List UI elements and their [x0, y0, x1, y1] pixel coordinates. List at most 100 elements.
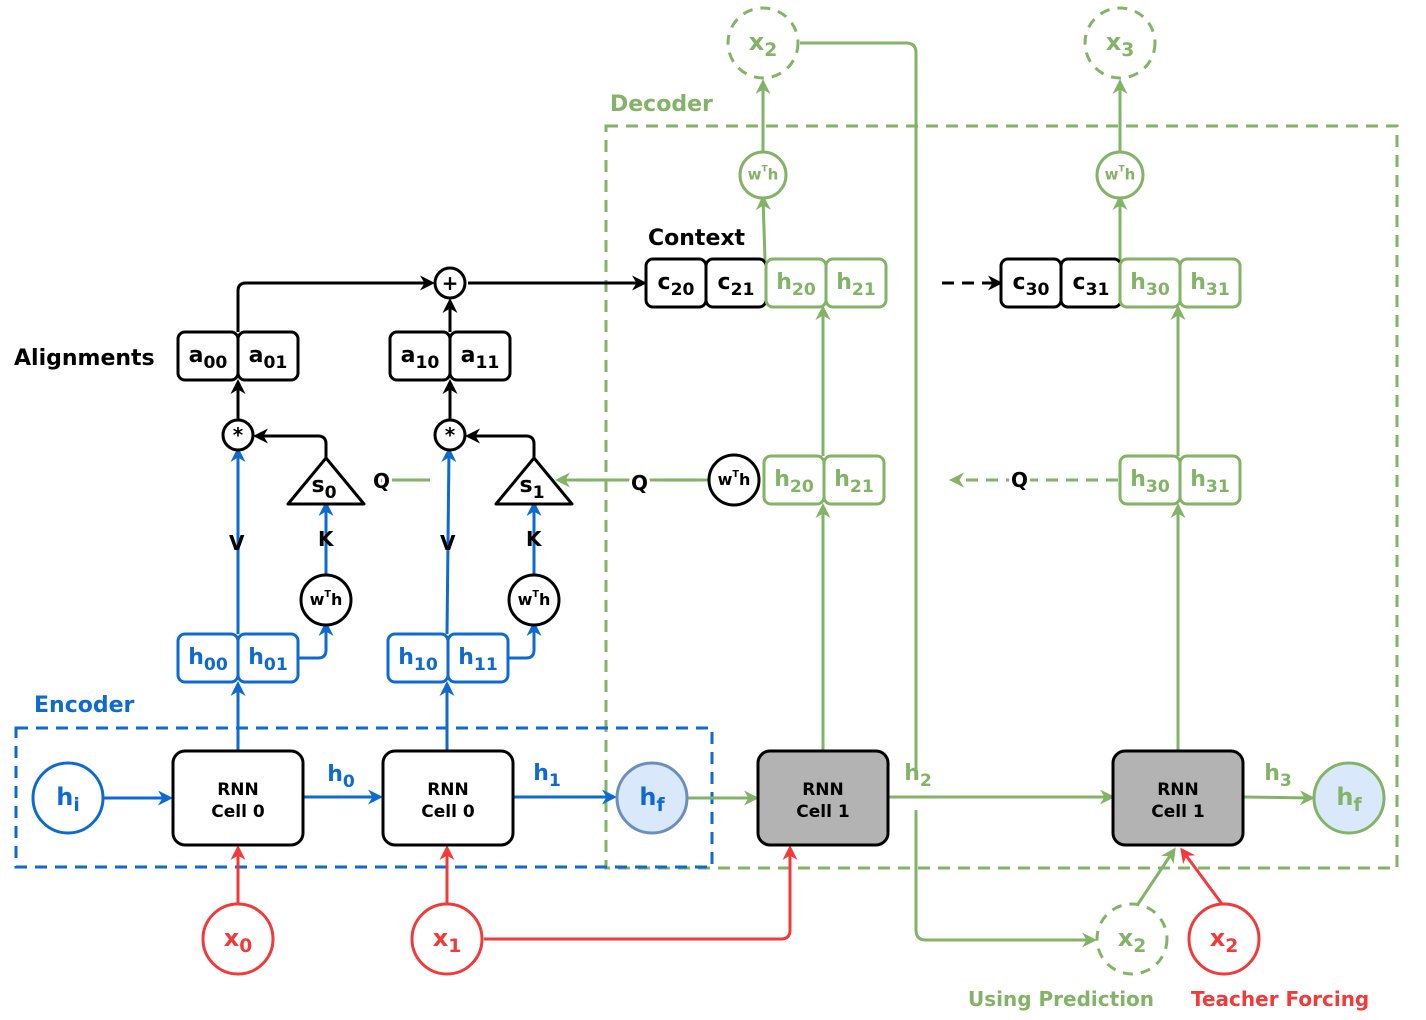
rnn-cell-1-a-line2: Cell 1: [796, 802, 849, 822]
context-3-cell-0-text-sub: 30: [1026, 280, 1050, 300]
edge-label-h0-sub: 0: [343, 772, 355, 792]
wth-key-0-text-base: w: [310, 590, 325, 609]
plus-node-circle: [433, 266, 467, 300]
mult-node-1-circle: [433, 418, 467, 452]
encoder-label: Encoder: [34, 693, 135, 718]
context-3-cell-1-text-base: c: [1073, 270, 1086, 295]
wth-out-2-text-sup: T: [762, 165, 769, 175]
alignments-1-cell-1: [448, 330, 512, 382]
context-3-cell-1-text-sub: 31: [1086, 280, 1110, 300]
encoder-hidden-1-cell-0-text-base: h: [398, 645, 414, 670]
rnn-cell-0-a-line1: RNN: [217, 780, 259, 800]
rnn-cell-1-b-box: [1111, 749, 1245, 847]
node-x3-output-circle: [1083, 6, 1157, 80]
wth-key-1-text-base: w: [518, 590, 533, 609]
decoder-hidden-3-top-cell-1: [1178, 257, 1242, 309]
wth-key-0-text-tail: h: [331, 590, 342, 609]
encoder-hidden-1-cell-1-text-sub: 11: [474, 655, 498, 675]
encoder-hidden-1-cell-1: [446, 632, 510, 684]
decoder-hidden-3-mid-cell-0-text-sub: 30: [1146, 477, 1170, 497]
encoder-hidden-0-cell-1-text-base: h: [248, 645, 264, 670]
wth-out-2-text: wTh: [748, 165, 779, 184]
decoder-hidden-2-top-cell-1: [824, 257, 888, 309]
edge-v1: [441, 447, 457, 635]
q-label-1: Q: [631, 471, 648, 495]
q-label-0: Q: [373, 469, 390, 493]
decoder-hidden-2-mid-cell-1: [822, 454, 886, 506]
score-s1-text: s1: [519, 473, 544, 503]
node-x2-prediction-text-sub: 2: [1133, 936, 1146, 957]
decoder-hidden-2-top-cell-0-text-sub: 20: [792, 280, 816, 300]
rnn-cell-0-a-box: [171, 749, 305, 847]
context-2-cell-1-text-sub: 21: [731, 280, 755, 300]
wth-out-2-text-base: w: [748, 166, 762, 184]
node-hf-decoder-text-sub: f: [1353, 795, 1362, 816]
wth-key-0-text: wTh: [310, 589, 343, 609]
node-x3-output: x3: [1083, 6, 1157, 80]
edge-h2top-wth: [755, 195, 771, 261]
alignments-0-cell-0-text-base: a: [189, 343, 204, 368]
node-x1-text: x1: [433, 924, 462, 957]
wth-out-3-text-tail: h: [1125, 166, 1136, 184]
alignments-0-cell-1-text-sub: 01: [263, 353, 287, 373]
edge-cell1b-hf: [1243, 790, 1315, 806]
node-x0-text-base: x: [224, 924, 240, 952]
edge-align0-plus: [236, 275, 435, 332]
wth-out-2: wTh: [738, 150, 788, 200]
node-x2-teacher-text-sub: 2: [1225, 936, 1238, 957]
node-x3-output-text-sub: 3: [1121, 40, 1134, 61]
edge-label-h3-sub: 3: [1280, 771, 1292, 791]
node-x2-output-text-sub: 2: [764, 40, 777, 61]
node-x1-text-sub: 1: [448, 936, 461, 957]
score-s0-text: s0: [311, 473, 336, 503]
node-x0-circle: [201, 902, 275, 976]
wth-key-1: wTh: [507, 573, 561, 627]
mult-node-1: *: [433, 418, 467, 452]
node-x3-output-text-base: x: [1106, 28, 1122, 56]
rnn-cell-1-a-line1: RNN: [802, 780, 844, 800]
node-x2-teacher-text-base: x: [1210, 924, 1226, 952]
decoder-hidden-2-mid-cell-0-text: h20: [774, 467, 814, 497]
v-label-1: V: [440, 531, 456, 555]
node-x2-prediction-text-base: x: [1118, 924, 1134, 952]
edge-h0vec-wth: [298, 621, 334, 660]
wth-query-2-text: wTh: [718, 469, 751, 489]
decoder-hidden-2-top-cell-1-text-sub: 21: [852, 280, 876, 300]
wth-out-3-text-sup: T: [1119, 165, 1126, 175]
node-x1-text-base: x: [433, 924, 449, 952]
node-x1-circle: [410, 902, 484, 976]
node-x0: x0: [201, 902, 275, 976]
encoder-hidden-1-cell-0-text: h10: [398, 645, 438, 675]
k-label-1: K: [526, 527, 543, 551]
node-x2-prediction-circle: [1095, 902, 1169, 976]
node-hf-encoder-circle: [615, 761, 689, 835]
alignments-1-cell-1-text-base: a: [461, 343, 476, 368]
node-x2-prediction: x2: [1095, 902, 1169, 976]
rnn-cell-0-b-line2: Cell 0: [421, 802, 475, 822]
wth-key-0-text-sup: T: [324, 589, 331, 600]
wth-key-1-circle: [507, 573, 561, 627]
node-hf-encoder: hf: [615, 761, 689, 835]
wth-out-2-circle: [738, 150, 788, 200]
wth-out-3-circle: [1095, 150, 1145, 200]
plus-node: +: [433, 266, 467, 300]
alignments-1-cell-1-text: a11: [461, 343, 500, 373]
wth-key-1-text: wTh: [518, 589, 551, 609]
encoder-hidden-0-cell-1: [236, 632, 300, 684]
node-x1: x1: [410, 902, 484, 976]
score-s0-triangle: [286, 456, 366, 506]
decoder-hidden-3-top-cell-1-text: h31: [1190, 270, 1230, 300]
encoder-hidden-0-cell-1-text: h01: [248, 645, 288, 675]
encoder-hidden-0-cell-0-text-base: h: [188, 645, 204, 670]
decoder-hidden-2-mid-cell-0-text-sub: 20: [790, 477, 814, 497]
